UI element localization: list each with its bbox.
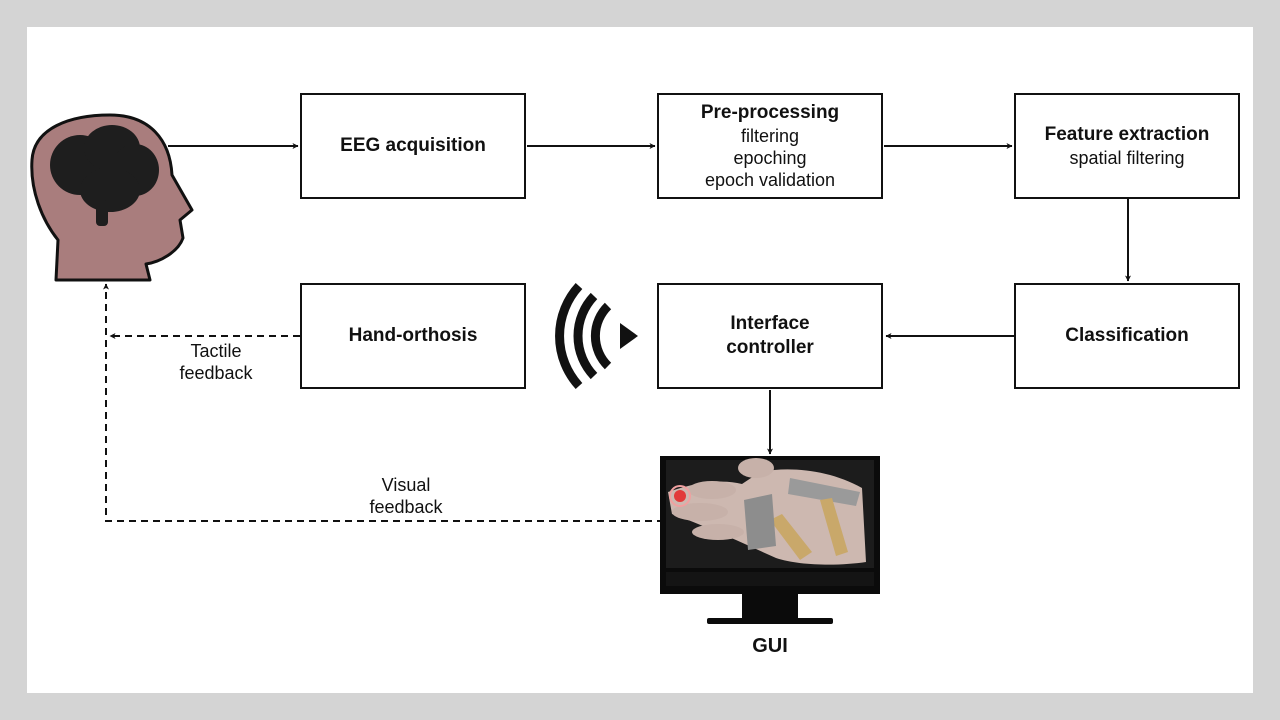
eeg-acquisition-box: EEG acquisition: [300, 93, 526, 199]
hand-orthosis-box: Hand-orthosis: [300, 283, 526, 389]
interface-controller-title-line2: controller: [726, 337, 814, 358]
visual-feedback-line: feedback: [369, 497, 443, 517]
pre-processing-step: epoching: [733, 148, 807, 168]
arrow-visual-feedback: [103, 283, 748, 522]
head-icon: [30, 113, 194, 282]
classification-box: Classification: [1014, 283, 1240, 389]
visual-feedback-line: Visual: [381, 475, 431, 495]
brain-icon: [50, 125, 159, 226]
feature-extraction-box: Feature extraction spatial filtering: [1014, 93, 1240, 199]
pre-processing-title: Pre-processing: [700, 102, 840, 123]
interface-controller-title: Interface: [730, 313, 810, 334]
feature-extraction-title: Feature extraction: [1044, 124, 1210, 145]
interface-controller-box: Interface controller: [657, 283, 883, 389]
hand-orthosis-illustration: [668, 458, 866, 565]
pre-processing-box: Pre-processing filtering epoching epoch …: [657, 93, 883, 199]
tactile-feedback-line: feedback: [179, 363, 253, 383]
classification-title: Classification: [1065, 325, 1189, 346]
eeg-acquisition-title: EEG acquisition: [340, 135, 486, 156]
hand-orthosis-title: Hand-orthosis: [348, 325, 478, 346]
feature-extraction-step: spatial filtering: [1069, 148, 1185, 168]
visual-feedback-label: Visual feedback: [350, 474, 462, 518]
gui-monitor-icon: [660, 456, 880, 624]
tactile-feedback-line: Tactile: [190, 341, 242, 361]
wireless-signal-icon: [555, 282, 638, 390]
gui-label: GUI: [752, 635, 788, 657]
tactile-feedback-label: Tactile feedback: [160, 340, 272, 384]
pre-processing-step: filtering: [740, 126, 800, 146]
pre-processing-step: epoch validation: [704, 170, 836, 190]
